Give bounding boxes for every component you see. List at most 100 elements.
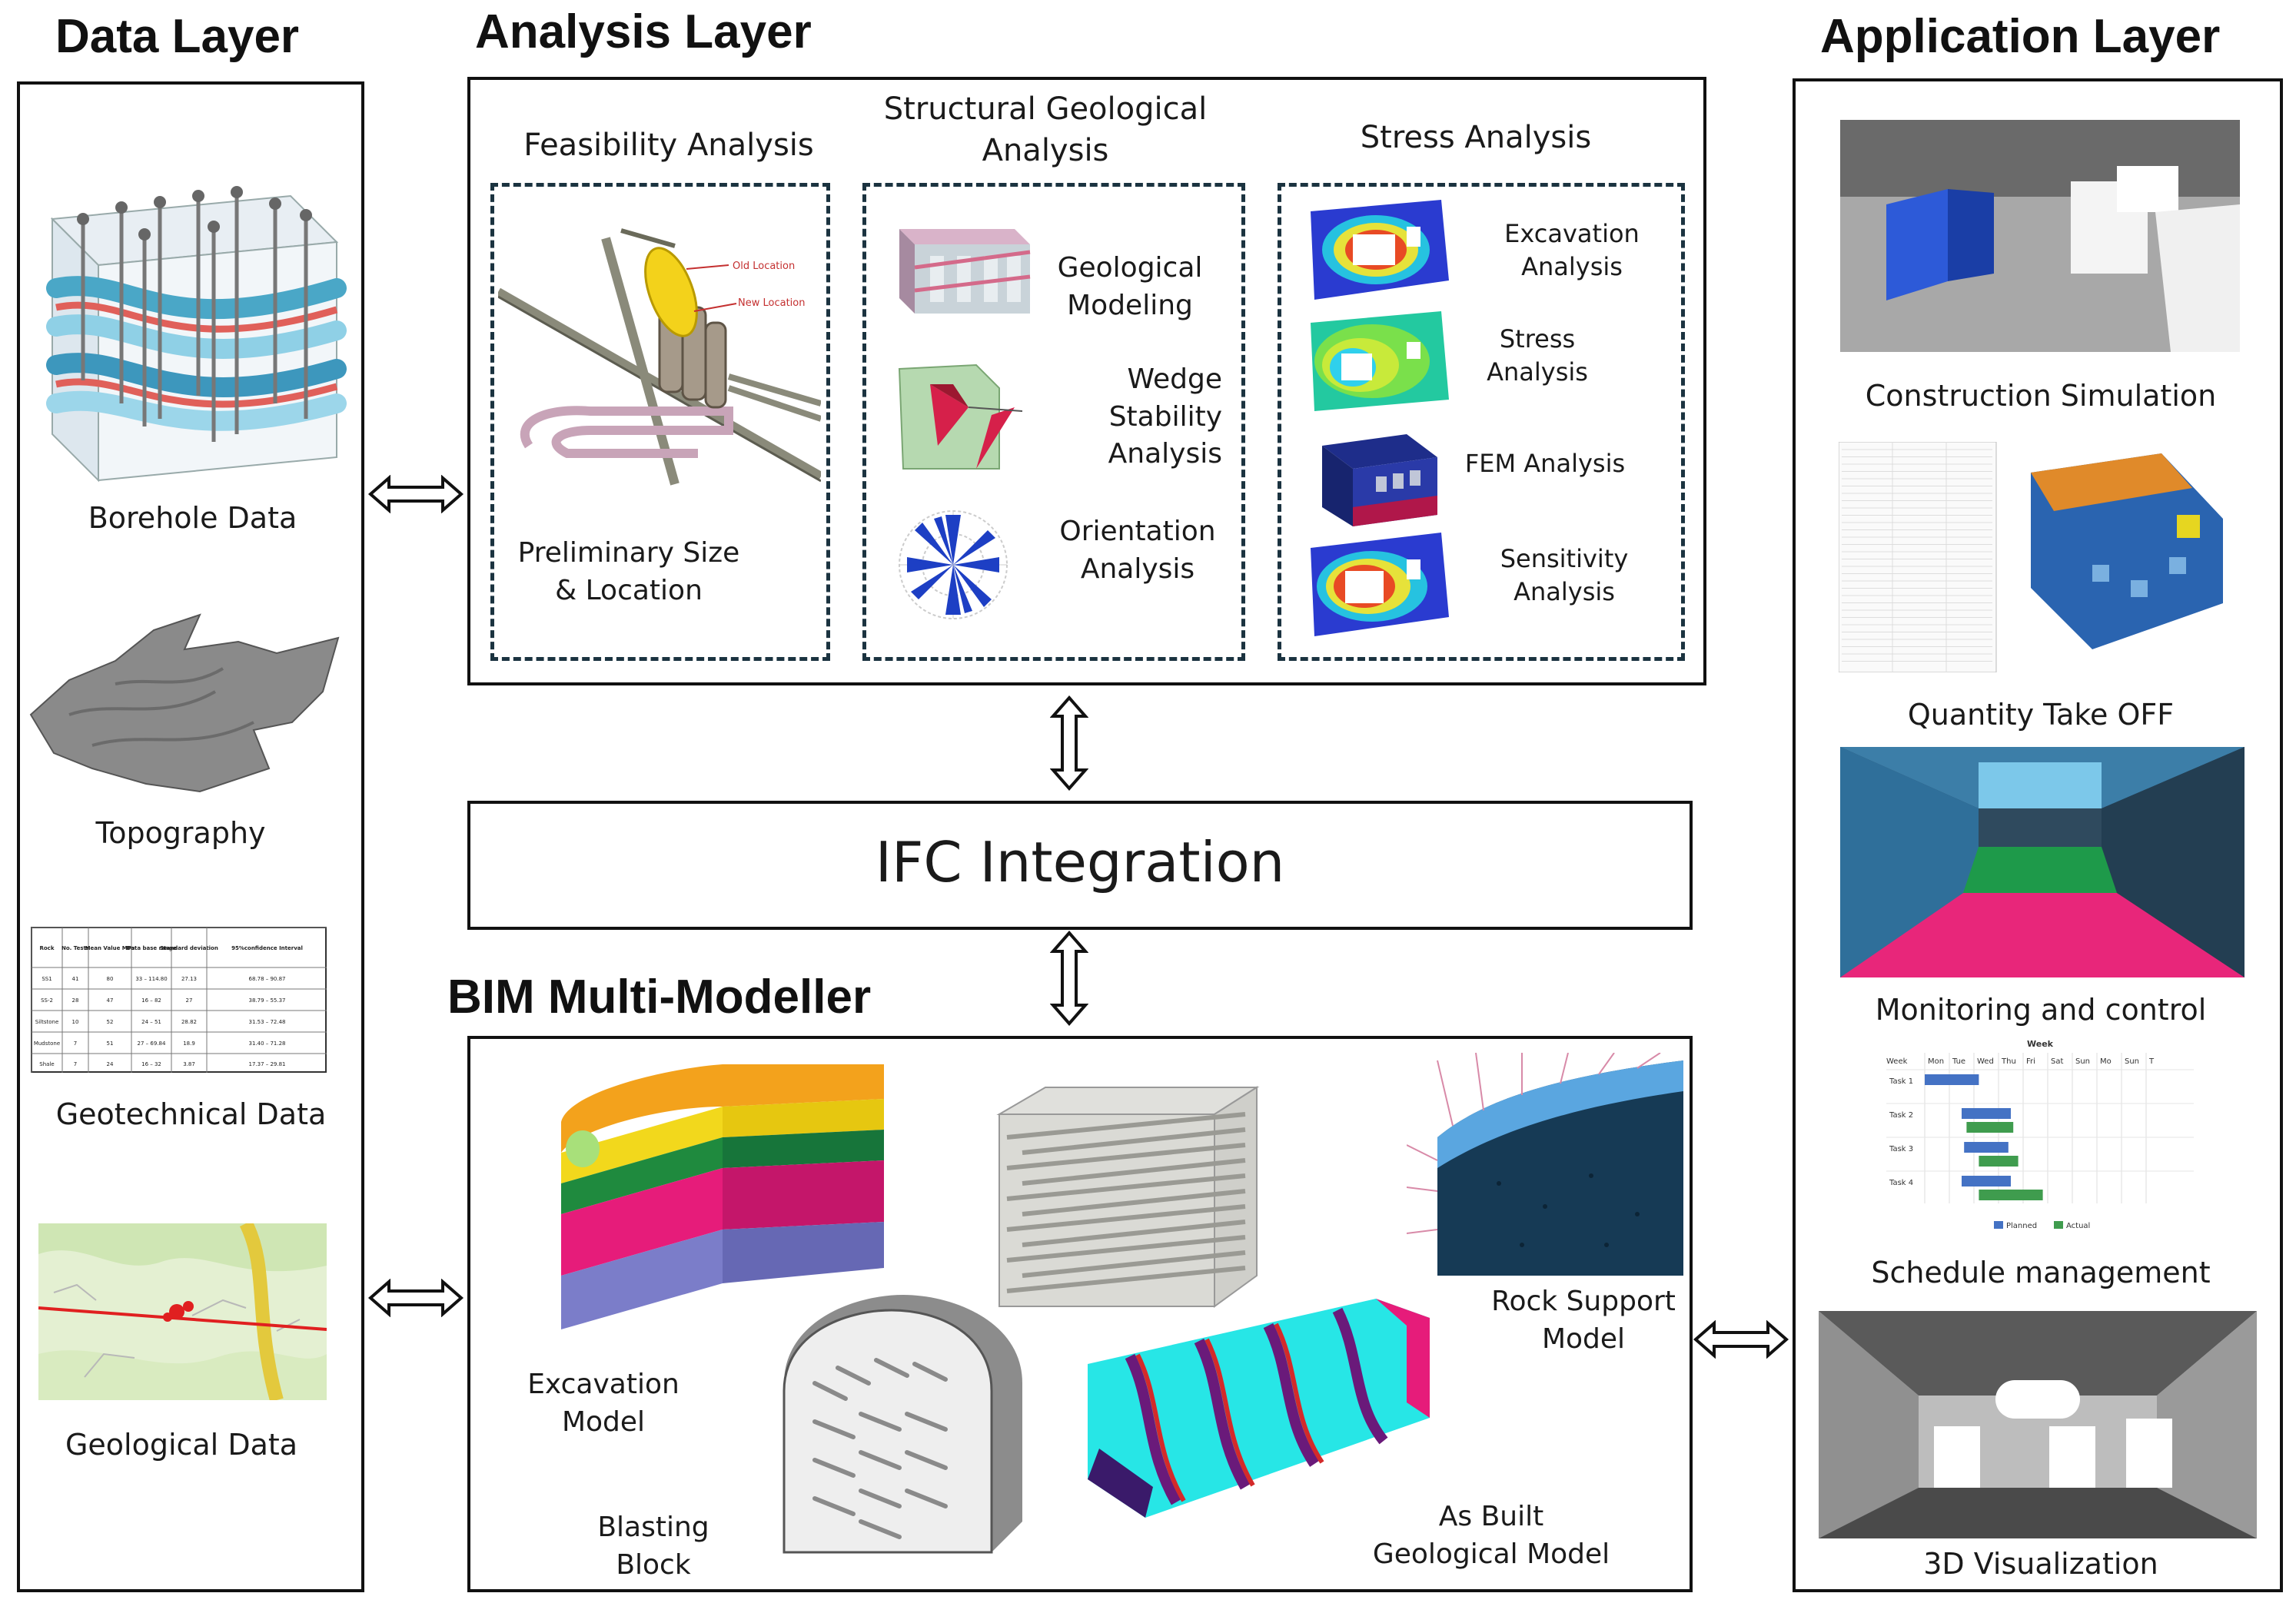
stress-analysis-image [1299, 307, 1453, 415]
bim-title: BIM Multi-Modeller [447, 971, 872, 1024]
as-built-geological-model-image [1084, 1295, 1434, 1525]
application-layer-title: Application Layer [1820, 10, 2221, 63]
ifc-bim-double-arrow [1050, 930, 1088, 1027]
gantt-planned-bar [1964, 1142, 2009, 1153]
construction-simulation-image [1840, 120, 2240, 352]
geotech-cell: SS1 [42, 976, 52, 982]
geological-map-image [38, 1223, 327, 1400]
geotech-cell: 52 [107, 1019, 114, 1025]
geotech-cell: 33 – 114.80 [135, 976, 167, 982]
gantt-planned-bar [1925, 1074, 1979, 1085]
topography-image [23, 607, 346, 799]
geotech-cell: 28 [72, 997, 79, 1004]
gantt-task-label: Task 2 [1889, 1111, 1913, 1120]
geotech-cell: 31.53 – 72.48 [248, 1019, 285, 1025]
feasibility-heading: Feasibility Analysis [523, 128, 814, 163]
geotech-cell: 10 [72, 1019, 79, 1025]
geotech-cell: 7 [74, 1040, 77, 1047]
rock-support-model-caption: Rock Support Model [1491, 1286, 1676, 1355]
3d-visualization-image [1819, 1311, 2257, 1538]
sensitivity-analysis-caption: Sensitivity Analysis [1500, 544, 1629, 607]
legend-planned-label: Planned [2006, 1222, 2037, 1230]
geotech-cell: 68.78 – 90.87 [248, 976, 285, 982]
geotech-cell: 47 [107, 997, 114, 1004]
geotech-header-cell: No. Tests [61, 945, 89, 951]
geotech-cell: Siltstone [35, 1019, 59, 1025]
gantt-column-label: T [2148, 1057, 2155, 1066]
geotech-cell: 27.13 [181, 976, 197, 982]
structural-heading: Structural Geological Analysis [883, 91, 1208, 168]
gantt-header: Week [2027, 1039, 2054, 1049]
as-built-geological-model-caption: As Built Geological Model [1372, 1501, 1610, 1570]
geotech-cell: Shale [39, 1061, 54, 1067]
geotech-cell: 3.87 [183, 1061, 195, 1067]
new-location-label: New Location [738, 297, 805, 309]
geotech-cell: 51 [107, 1040, 114, 1047]
geotech-header-cell: Mean Value MPa [85, 945, 135, 951]
geotech-cell: 38.79 – 55.37 [248, 997, 285, 1004]
schedule-management-caption: Schedule management [1871, 1256, 2211, 1289]
gantt-actual-bar [1979, 1156, 2019, 1167]
analysis-layer-title: Analysis Layer [475, 5, 812, 58]
structural-box [862, 183, 1245, 661]
stress-box [1278, 183, 1685, 661]
drill-pattern-image [992, 1084, 1264, 1314]
feasibility-image: Old Location New Location [498, 223, 821, 499]
geotech-cell: SS-2 [41, 997, 53, 1004]
ifc-integration-label: IFC Integration [875, 830, 1285, 894]
legend-actual-label: Actual [2066, 1222, 2090, 1230]
gantt-column-label: Sat [2051, 1057, 2063, 1066]
geological-modeling-image [884, 214, 1034, 321]
geotech-cell: 7 [74, 1061, 77, 1067]
geotech-header-cell: 95%confidence Interval [231, 945, 303, 951]
ifc-integration-box [467, 801, 1693, 930]
topography-caption: Topography [95, 816, 266, 850]
gantt-actual-bar [1979, 1190, 2043, 1200]
feasibility-box [490, 183, 830, 661]
gantt-column-label: Fri [2026, 1057, 2035, 1066]
geotech-cell: 18.9 [183, 1040, 195, 1047]
old-location-label: Old Location [733, 261, 795, 272]
borehole-data-caption: Borehole Data [88, 501, 297, 535]
geotech-cell: 27 [186, 997, 193, 1004]
excavation-model-image [546, 1060, 892, 1337]
monitoring-control-caption: Monitoring and control [1875, 993, 2207, 1027]
geotech-cell: 24 – 51 [141, 1019, 161, 1025]
fem-analysis-caption: FEM Analysis [1464, 449, 1626, 478]
geotech-cell: 28.82 [181, 1019, 197, 1025]
geotech-header-cell: Standard deviation [160, 945, 218, 951]
gantt-column-label: Mon [1928, 1057, 1944, 1066]
geotech-cell: 16 – 32 [141, 1061, 161, 1067]
preliminary-size-caption: Preliminary Size & Location [517, 537, 740, 606]
monitoring-control-image [1840, 747, 2244, 977]
legend-actual-swatch [2054, 1221, 2063, 1229]
geological-modeling-caption: Geological Modeling [1057, 252, 1203, 321]
gantt-column-label: Wed [1977, 1057, 1994, 1066]
wedge-stability-caption: Wedge Stability Analysis [1108, 363, 1222, 470]
gantt-column-label: Tue [1952, 1057, 1965, 1066]
wedge-stability-image [884, 353, 1034, 476]
gantt-column-label: Mo [2100, 1057, 2112, 1066]
blasting-block-caption: Blasting Block [597, 1512, 709, 1581]
geotech-cell: 80 [107, 976, 114, 982]
excavation-analysis-image [1299, 196, 1453, 304]
geotech-header-cell: Data base range [126, 945, 176, 951]
stress-analysis-caption: Stress Analysis [1487, 324, 1588, 387]
geotech-cell: 27 – 69.84 [138, 1040, 166, 1047]
geotech-cell: Mudstone [34, 1040, 60, 1047]
3d-visualization-caption: 3D Visualization [1923, 1547, 2158, 1581]
data-analysis-double-arrow [367, 475, 464, 513]
geotech-cell: 31.40 – 71.28 [248, 1040, 285, 1047]
gantt-planned-bar [1962, 1108, 2011, 1119]
quantity-takeoff-caption: Quantity Take OFF [1907, 698, 2175, 732]
geotech-cell: 17.37 – 29.81 [248, 1061, 285, 1067]
construction-simulation-caption: Construction Simulation [1865, 379, 2217, 413]
gantt-actual-bar [1966, 1122, 2014, 1133]
rock-support-model-image [1407, 1053, 1683, 1276]
geotechnical-data-caption: Geotechnical Data [55, 1097, 327, 1131]
geotech-header-cell: Rock [39, 945, 54, 951]
geotech-cell: 16 – 82 [141, 997, 161, 1004]
legend-planned-swatch [1994, 1221, 2003, 1229]
